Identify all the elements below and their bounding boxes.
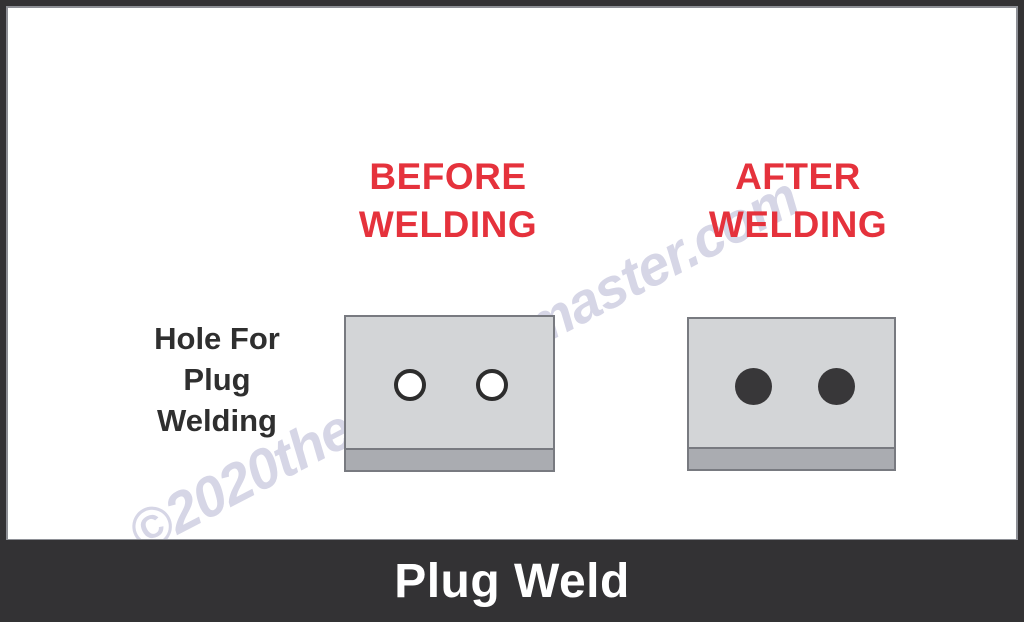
weld-plug-left <box>735 368 772 405</box>
hole-for-plug-welding-label: Hole For Plug Welding <box>154 321 280 438</box>
after-welding-heading: AFTER WELDING <box>708 156 888 245</box>
after-welding-plate <box>687 317 896 471</box>
open-hole-right <box>476 369 508 401</box>
open-hole-left <box>394 369 426 401</box>
before-plate-backing-member <box>346 448 553 470</box>
after-plate-backing-member <box>689 447 894 469</box>
before-welding-heading: BEFORE WELDING <box>358 156 538 245</box>
caption-banner: Plug Weld <box>0 540 1024 622</box>
diagram-canvas: ©2020theweldingmaster.com Hole For Plug … <box>8 8 1016 539</box>
weld-plug-right <box>818 368 855 405</box>
caption-title: Plug Weld <box>394 554 630 608</box>
before-welding-plate <box>344 315 555 472</box>
